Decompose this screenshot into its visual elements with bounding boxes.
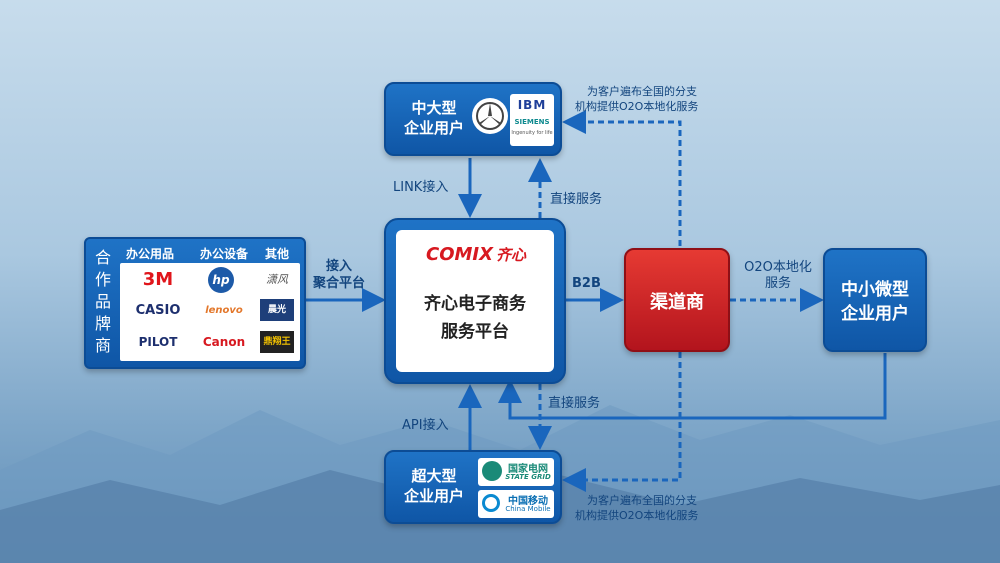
logo-other-1: 潇风	[266, 273, 288, 286]
state-grid-icon	[482, 461, 502, 481]
smb-title: 中小微型 企业用户	[841, 280, 909, 324]
header-office-supplies: 办公用品	[126, 247, 175, 261]
brand-logo-panel: 办公用品 办公设备 其他 3M hp 潇风 CASIO lenovo 晨光 PI…	[120, 243, 300, 365]
brand-vendor-box: 合 作 品 牌 商 办公用品 办公设备 其他 3M hp 潇风 CASIO le…	[84, 237, 306, 369]
note-bottom: 为客户遍布全国的分支 机构提供O2O本地化服务	[575, 494, 699, 522]
o2o-label: O2O本地化 服务	[744, 260, 812, 291]
mercedes-logo	[472, 98, 508, 134]
channel-box: 渠道商	[624, 248, 730, 352]
china-mobile-icon	[482, 494, 500, 512]
mega-enterprise-box: 超大型 企业用户 国家电网 STATE GRID 中国移动 China Mobi…	[384, 450, 562, 524]
smb-box: 中小微型 企业用户	[823, 248, 927, 352]
ibm-siemens-card: IBM SIEMENS Ingenuity for life	[510, 94, 554, 146]
large-enterprise-title: 中大型 企业用户	[403, 99, 464, 137]
siemens-logo: SIEMENS	[514, 118, 550, 126]
logo-lenovo: lenovo	[205, 305, 243, 316]
logo-pilot: PILOT	[138, 335, 178, 349]
logo-other-2: 晨光	[260, 299, 294, 321]
state-grid-en: STATE GRID	[505, 473, 551, 481]
direct-service-bottom-label: 直接服务	[548, 396, 601, 411]
mega-enterprise-title: 超大型 企业用户	[403, 467, 464, 505]
logo-hp: hp	[208, 267, 234, 293]
access-aggregate-label: 接入 聚合平台	[312, 259, 365, 291]
platform-title: 齐心电子商务 服务平台	[424, 294, 526, 342]
logo-casio: CASIO	[135, 303, 181, 318]
link-access-label: LINK接入	[393, 180, 449, 195]
brand-vendor-title: 合 作 品 牌 商	[94, 248, 111, 355]
china-mobile-cn: 中国移动	[508, 496, 548, 507]
china-mobile-card: 中国移动 China Mobile	[478, 490, 554, 518]
siemens-tagline: Ingenuity for life	[511, 130, 553, 136]
logo-other-3: 鼎翔王	[260, 331, 294, 353]
b2b-label: B2B	[572, 276, 601, 291]
ibm-logo: IBM	[517, 98, 547, 112]
note-top: 为客户遍布全国的分支 机构提供O2O本地化服务	[575, 85, 699, 113]
api-access-label: API接入	[402, 418, 449, 433]
state-grid-card: 国家电网 STATE GRID	[478, 458, 554, 486]
logo-canon: Canon	[202, 335, 246, 349]
header-office-equipment: 办公设备	[200, 247, 249, 261]
direct-service-top-label: 直接服务	[550, 192, 603, 207]
header-other: 其他	[265, 247, 290, 261]
large-enterprise-box: 中大型 企业用户 IBM SIEMENS Ingenuity for life	[384, 82, 562, 156]
china-mobile-en: China Mobile	[505, 505, 551, 513]
state-grid-cn: 国家电网	[508, 464, 548, 475]
logo-grid: 3M hp 潇风 CASIO lenovo 晨光 PILOT Canon 鼎翔王	[120, 263, 300, 361]
logo-3m: 3M	[142, 269, 174, 290]
